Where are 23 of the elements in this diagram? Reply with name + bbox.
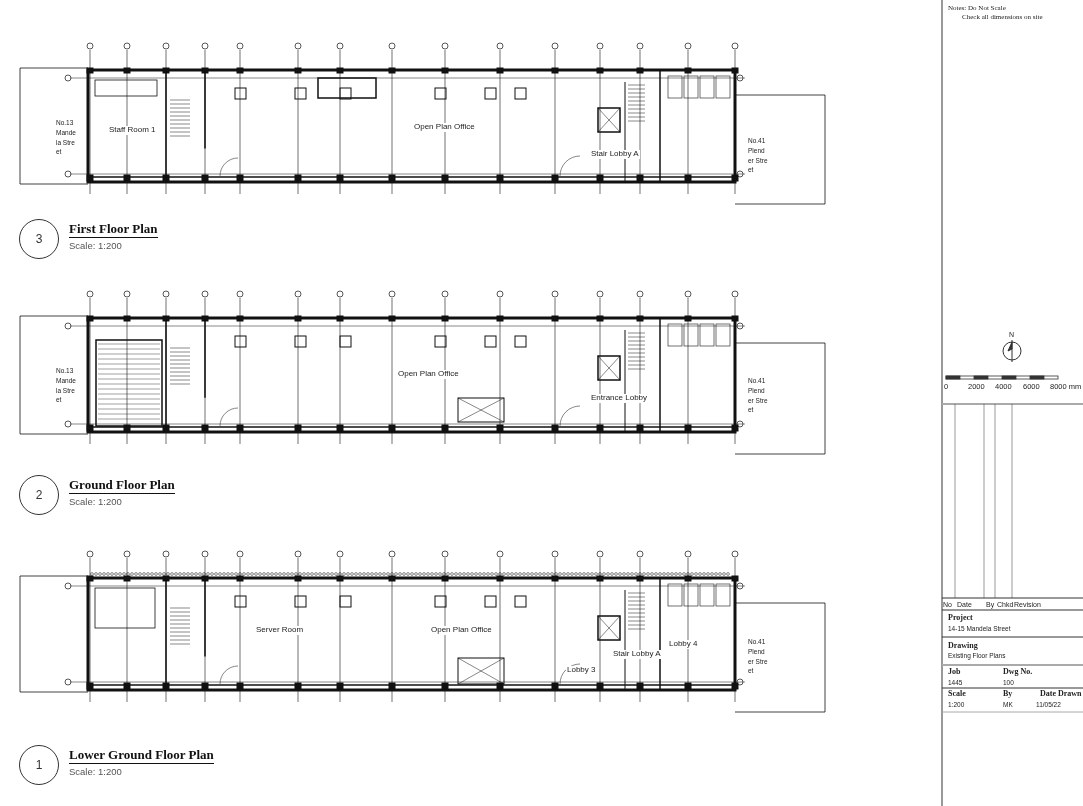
drawing-scale: Scale: 1:200 (69, 767, 122, 778)
drawing-scale: Scale: 1:200 (69, 241, 122, 252)
field-heading: Scale (948, 690, 966, 699)
field-heading: Job (948, 668, 961, 677)
drawing-title: Ground Floor Plan (69, 478, 175, 495)
field-heading: Date Drawn (1040, 690, 1082, 699)
room-label: Entrance Lobby (590, 394, 649, 403)
room-label: Open Plan Office (430, 626, 493, 635)
drawing-title: First Floor Plan (69, 222, 158, 239)
room-label: Lobby 4 (668, 640, 699, 649)
room-label: Staff Room 1 (108, 126, 157, 135)
room-label: Server Room (255, 626, 305, 635)
room-label: Open Plan Office (397, 370, 460, 379)
drawing-title: Lower Ground Floor Plan (69, 748, 214, 765)
field-heading: By (1003, 690, 1013, 699)
drawing-scale: Scale: 1:200 (69, 497, 122, 508)
field-heading: Project (948, 614, 973, 623)
room-label: Open Plan Office (413, 123, 476, 132)
room-label: Stair Lobby A (612, 650, 662, 659)
room-label: Stair Lobby A (590, 150, 640, 159)
field-heading: Dwg No. (1003, 668, 1033, 677)
room-label: Lobby 3 (566, 666, 597, 675)
field-heading: Drawing (948, 642, 978, 651)
